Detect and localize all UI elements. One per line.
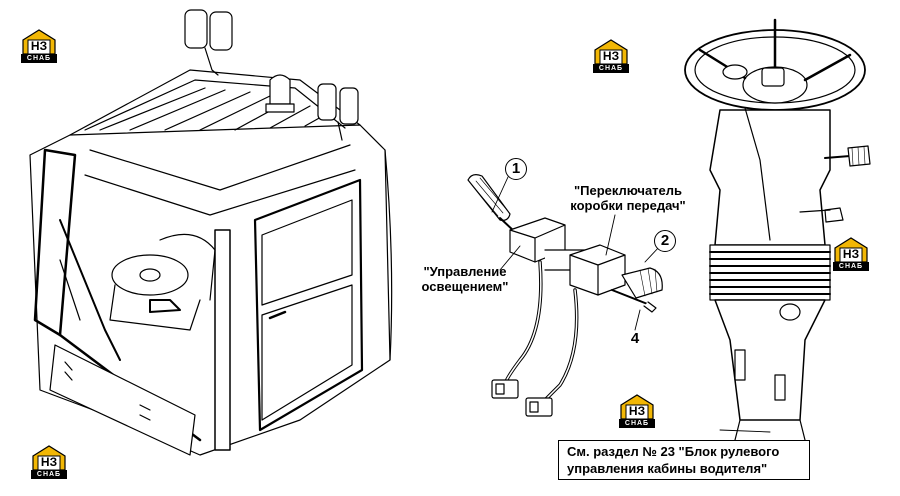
- gear-switch-label: "Переключатель коробки передач": [558, 183, 698, 213]
- watermark-logo: НЗ СНАБ: [618, 393, 656, 429]
- logo-mark: НЗ: [842, 247, 860, 261]
- callout-item-1: 1: [505, 158, 527, 180]
- logo-caption: СНАБ: [833, 262, 869, 271]
- house-logo-icon: [32, 445, 66, 470]
- house-logo-icon: [620, 394, 654, 419]
- logo-mark: НЗ: [30, 39, 48, 53]
- logo-mark: НЗ: [602, 49, 620, 63]
- logo-caption: СНАБ: [593, 64, 629, 73]
- watermark-logo: НЗ СНАБ: [832, 236, 870, 272]
- operator-cab-drawing: [29, 9, 393, 456]
- watermark-logo: НЗ СНАБ: [30, 444, 68, 480]
- house-logo-icon: [834, 237, 868, 262]
- switch-assembly-drawing: [467, 174, 663, 417]
- logo-caption: СНАБ: [619, 419, 655, 428]
- callout-item-2: 2: [654, 230, 676, 252]
- logo-mark: НЗ: [628, 404, 646, 418]
- lighting-control-text: "Управление освещением": [421, 264, 509, 294]
- logo-caption: СНАБ: [31, 470, 67, 479]
- watermark-logo: НЗ СНАБ: [592, 38, 630, 74]
- reference-line-1: См. раздел № 23 "Блок рулевого: [567, 444, 780, 459]
- steering-column-drawing: [684, 18, 871, 441]
- house-logo-icon: [594, 39, 628, 64]
- watermark-logo: НЗ СНАБ: [20, 28, 58, 64]
- reference-note: См. раздел № 23 "Блок рулевого управлени…: [558, 440, 810, 480]
- reference-line-2: управления кабины водителя": [567, 461, 768, 476]
- house-logo-icon: [22, 29, 56, 54]
- gear-switch-text: "Переключатель коробки передач": [570, 183, 686, 213]
- logo-mark: НЗ: [40, 455, 58, 469]
- lighting-control-label: "Управление освещением": [405, 264, 525, 294]
- logo-caption: СНАБ: [21, 54, 57, 63]
- callout-item-4: 4: [630, 330, 640, 347]
